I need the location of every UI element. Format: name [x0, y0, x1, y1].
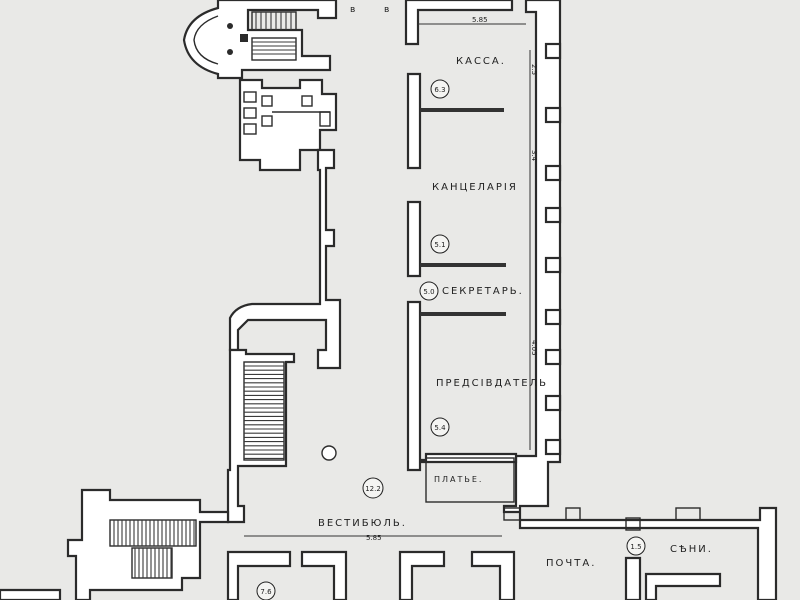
glyph-north-2: в [384, 5, 389, 15]
dimension-side-1: 2.5 [530, 64, 538, 75]
rotunda [182, 0, 338, 80]
area-badge-63: 6.3 [430, 79, 450, 99]
dimension-side-2: 3.4 [530, 150, 538, 162]
column-dot [227, 23, 233, 29]
area-badge-15: 1.5 [626, 536, 646, 556]
svg-text:5.0: 5.0 [423, 288, 434, 296]
dimension-top: 5.85 [472, 16, 488, 24]
column-dot [227, 49, 233, 55]
window-pier [544, 164, 562, 182]
area-badge-54: 5.4 [430, 417, 450, 437]
dimension-lines [244, 23, 531, 537]
west-corridor-wall [228, 148, 342, 370]
window-pier [544, 308, 562, 326]
svg-text:5.4: 5.4 [434, 424, 446, 432]
toilet-block [238, 78, 338, 172]
svg-text:6.3: 6.3 [434, 86, 445, 94]
area-badge-51: 5.1 [430, 234, 450, 254]
svg-text:1.5: 1.5 [630, 543, 641, 551]
room-label-kassa: КАССА. [456, 56, 506, 67]
south-rooms [226, 507, 722, 600]
svg-text:7.6: 7.6 [260, 588, 272, 596]
room-label-sekretar: СЕКРЕТАРЬ. [442, 286, 524, 297]
room-label-vestibyul: ВЕСТИБЮЛЬ. [318, 518, 407, 529]
column-block [240, 34, 248, 42]
window-pier [544, 206, 562, 224]
window-pier [544, 106, 562, 124]
room-label-kantselyariya: КАНЦЕЛАРІЯ [432, 182, 518, 193]
area-badge-76: 7.6 [256, 581, 276, 600]
dimension-vestibule: 5.85 [366, 534, 382, 542]
east-block [404, 0, 778, 600]
svg-text:5.1: 5.1 [434, 241, 445, 249]
window-pier [544, 348, 562, 366]
svg-text:12.2: 12.2 [365, 485, 381, 493]
area-badge-122: 12.2 [362, 477, 384, 499]
vestibule-column [321, 445, 337, 461]
room-label-pochta: ПОЧТА. [546, 558, 596, 569]
dimension-side-3: 4.05 [530, 340, 538, 356]
window-pier [544, 256, 562, 274]
room-label-predsedatel: ПРЕДСІВДАТЕЛЬ [436, 378, 548, 389]
upper-stair [251, 11, 297, 61]
window-pier [544, 438, 562, 456]
room-label-seni: СѢНИ. [670, 544, 713, 555]
window-pier [544, 42, 562, 60]
room-label-platye: ПЛАТЬЕ. [434, 475, 483, 484]
middle-stair [226, 348, 296, 524]
lower-left-stair [0, 488, 230, 600]
area-badge-50: 5.0 [419, 281, 439, 301]
window-pier [544, 394, 562, 412]
glyph-north-1: в [350, 5, 355, 15]
window-piers [544, 42, 562, 456]
